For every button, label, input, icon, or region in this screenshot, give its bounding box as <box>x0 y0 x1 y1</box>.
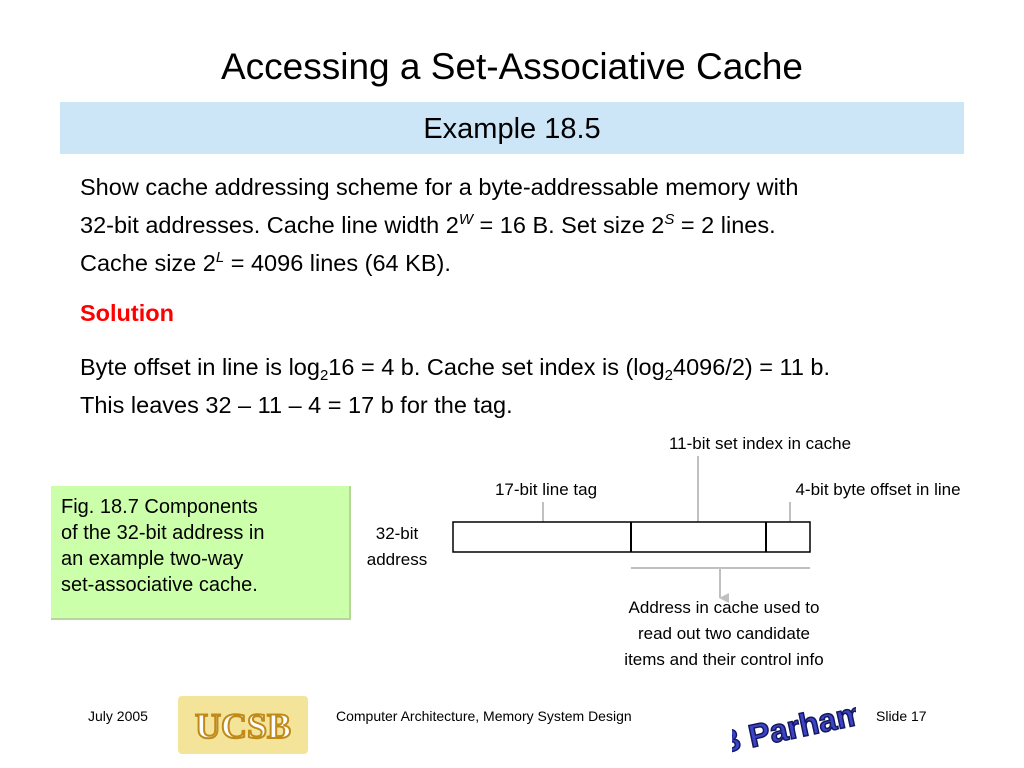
readout-note-line-2: read out two candidate <box>638 624 810 643</box>
solution-text: 16 = 4 b. Cache set index is (log <box>328 354 665 380</box>
footer-date: July 2005 <box>88 708 148 724</box>
solution-body: Byte offset in line is log216 = 4 b. Cac… <box>80 348 990 424</box>
subscript: 2 <box>664 367 674 384</box>
exponent: S <box>664 211 675 228</box>
slide-title: Accessing a Set-Associative Cache <box>221 46 803 87</box>
readout-note-line-1: Address in cache used to <box>629 598 820 617</box>
solution-text: 4096/2) = 11 b. <box>673 354 831 380</box>
author-logo-text: B Parhami <box>732 693 856 754</box>
author-logo: B Parhami <box>732 692 856 754</box>
solution-line-2: This leaves 32 – 11 – 4 = 17 b for the t… <box>80 392 513 418</box>
subscript: 2 <box>319 367 329 384</box>
caption-line: set-associative cache. <box>61 574 258 596</box>
set-index-label: 11-bit set index in cache <box>669 434 851 453</box>
address-label-line-2: address <box>367 550 427 569</box>
ucsb-logo-text: UCSB <box>195 706 291 746</box>
problem-line-2: 32-bit addresses. Cache line width 2W = … <box>80 206 990 244</box>
problem-text: 32-bit addresses. Cache line width 2 <box>80 212 459 238</box>
solution-heading: Solution <box>80 300 174 326</box>
caption-line: of the 32-bit address in <box>61 522 265 544</box>
problem-line-1: Show cache addressing scheme for a byte-… <box>80 174 799 200</box>
exponent: L <box>215 249 225 266</box>
figure-caption: Fig. 18.7 Components of the 32-bit addre… <box>51 486 351 620</box>
readout-note-line-3: items and their control info <box>624 650 823 669</box>
example-banner: Example 18.5 <box>60 102 964 154</box>
exponent: W <box>458 211 473 228</box>
problem-text: Cache size 2 <box>80 250 216 276</box>
problem-line-3: Cache size 2L = 4096 lines (64 KB). <box>80 244 990 282</box>
problem-text: = 2 lines. <box>674 212 776 238</box>
slide-number: Slide 17 <box>876 708 927 724</box>
address-label-line-1: 32-bit <box>376 524 419 543</box>
caption-line: an example two-way <box>61 548 244 570</box>
tag-label: 17-bit line tag <box>495 480 597 499</box>
problem-text: = 4096 lines (64 KB). <box>224 250 451 276</box>
ucsb-logo: UCSB <box>178 696 308 754</box>
footer-course: Computer Architecture, Memory System Des… <box>336 708 632 724</box>
problem-text: = 16 B. Set size 2 <box>473 212 665 238</box>
offset-label: 4-bit byte offset in line <box>795 480 960 499</box>
caption-line: Fig. 18.7 Components <box>61 496 258 518</box>
solution-line-1: Byte offset in line is log216 = 4 b. Cac… <box>80 348 990 386</box>
problem-statement: Show cache addressing scheme for a byte-… <box>80 168 990 282</box>
solution-text: Byte offset in line is log <box>80 354 320 380</box>
